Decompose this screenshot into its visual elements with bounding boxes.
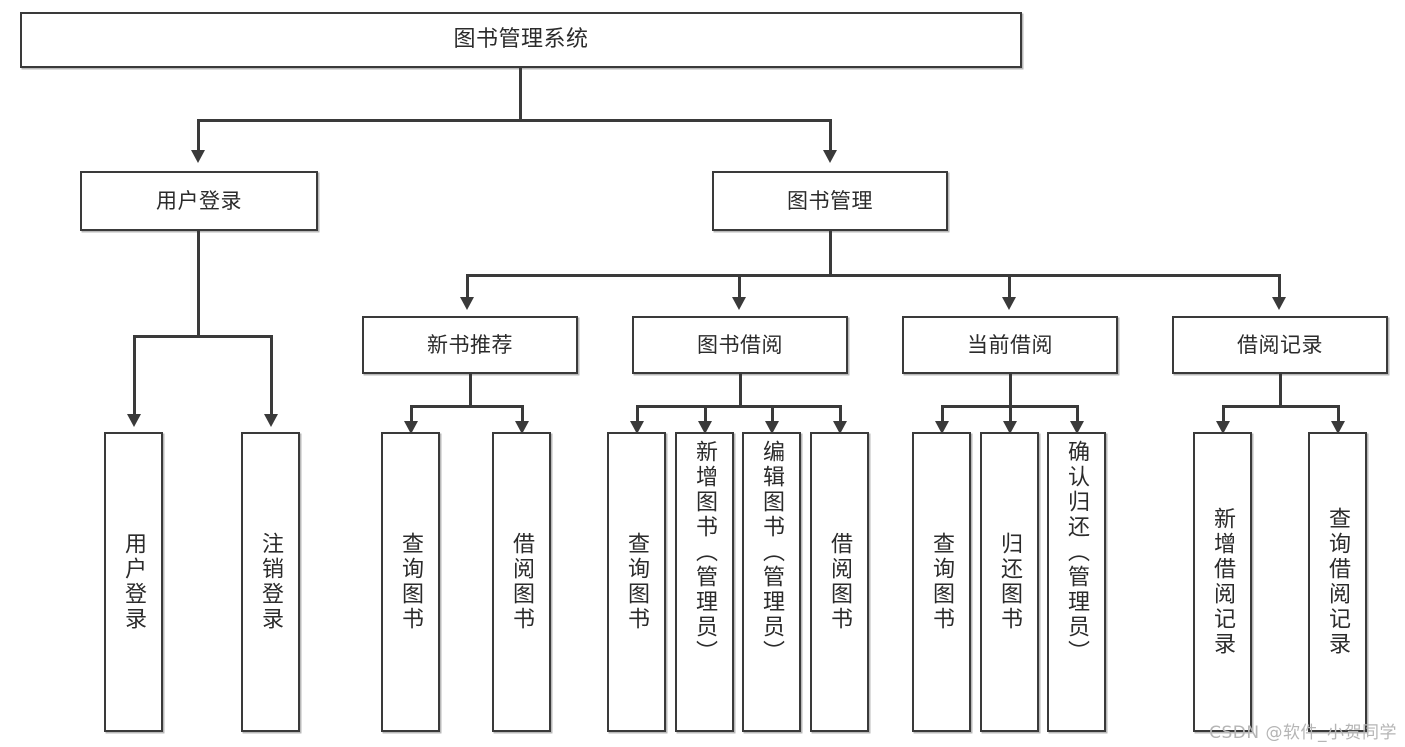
connector-user-login-stem [197, 231, 200, 336]
connector-drop-cb-query [941, 405, 944, 423]
leaf-bb-add-book-admin[interactable]: 新增图书（管理员） [675, 432, 734, 732]
connector-user-login-bus [133, 335, 270, 338]
connector-drop-bb-edit [771, 405, 774, 423]
connector-book-mgmt-bus [466, 274, 1280, 277]
connector-drop-br-add [1222, 405, 1225, 423]
node-label: 查询图书 [398, 532, 424, 632]
arrow-to-cb-query [935, 421, 949, 434]
node-new-book-recommend[interactable]: 新书推荐 [362, 316, 578, 374]
arrow-to-nb-query [404, 421, 418, 434]
connector-current-borrow-stem [1009, 374, 1012, 406]
arrow-to-book-borrow [732, 297, 746, 310]
node-label: 借阅图书 [827, 532, 853, 632]
node-label: 图书管理系统 [453, 27, 589, 53]
connector-drop-book-mgmt [829, 119, 832, 152]
connector-drop-leaf-logout [270, 335, 273, 416]
connector-drop-nb-query [410, 405, 413, 423]
connector-drop-cb-confirm [1076, 405, 1079, 423]
connector-drop-br-query [1337, 405, 1340, 423]
leaf-logout[interactable]: 注销登录 [241, 432, 300, 732]
node-current-borrow[interactable]: 当前借阅 [902, 316, 1118, 374]
arrow-to-leaf-user-login [127, 414, 141, 427]
connector-drop-new-book [466, 274, 469, 299]
arrow-to-bb-edit [765, 421, 779, 434]
connector-root-stem [519, 68, 522, 120]
leaf-nb-borrow-book[interactable]: 借阅图书 [492, 432, 551, 732]
node-user-login[interactable]: 用户登录 [80, 171, 318, 231]
node-label: 借阅图书 [509, 532, 535, 632]
connector-borrow-record-bus [1222, 405, 1339, 408]
connector-drop-nb-borrow [521, 405, 524, 423]
node-label: 借阅记录 [1237, 332, 1323, 357]
connector-borrow-record-stem [1279, 374, 1282, 406]
node-borrow-record[interactable]: 借阅记录 [1172, 316, 1388, 374]
leaf-br-add-record[interactable]: 新增借阅记录 [1193, 432, 1252, 732]
connector-drop-user-login [197, 119, 200, 152]
node-label: 查询图书 [624, 532, 650, 632]
node-label: 注销登录 [258, 532, 284, 632]
connector-book-borrow-stem [739, 374, 742, 406]
connector-drop-book-borrow [738, 274, 741, 299]
leaf-cb-confirm-return-admin[interactable]: 确认归还（管理员） [1047, 432, 1106, 732]
connector-drop-borrow-record [1278, 274, 1281, 299]
connector-book-mgmt-stem [829, 231, 832, 275]
arrow-to-nb-borrow [515, 421, 529, 434]
leaf-bb-borrow-book[interactable]: 借阅图书 [810, 432, 869, 732]
node-label: 查询图书 [929, 532, 955, 632]
connector-drop-bb-query [636, 405, 639, 423]
connector-drop-bb-add [704, 405, 707, 423]
arrow-to-borrow-record [1272, 297, 1286, 310]
connector-root-bus [197, 119, 832, 122]
node-book-management[interactable]: 图书管理 [712, 171, 948, 231]
leaf-cb-return-book[interactable]: 归还图书 [980, 432, 1039, 732]
node-root-system[interactable]: 图书管理系统 [20, 12, 1022, 68]
arrow-to-leaf-logout [264, 414, 278, 427]
connector-new-book-bus [410, 405, 523, 408]
leaf-bb-edit-book-admin[interactable]: 编辑图书（管理员） [742, 432, 801, 732]
node-label: 用户登录 [156, 188, 242, 213]
node-label: 当前借阅 [967, 332, 1053, 357]
arrow-to-br-query [1331, 421, 1345, 434]
node-label: 新增图书（管理员） [692, 440, 718, 665]
node-label: 新书推荐 [427, 332, 513, 357]
arrow-to-cb-confirm [1070, 421, 1084, 434]
node-label: 图书管理 [787, 188, 873, 213]
node-label: 新增借阅记录 [1210, 507, 1236, 657]
arrow-to-current-borrow [1002, 297, 1016, 310]
arrow-to-br-add [1216, 421, 1230, 434]
arrow-to-book-mgmt [823, 150, 837, 163]
arrow-to-new-book [460, 297, 474, 310]
connector-new-book-stem [469, 374, 472, 406]
leaf-bb-query-book[interactable]: 查询图书 [607, 432, 666, 732]
connector-drop-cb-return [1009, 405, 1012, 423]
node-label: 归还图书 [997, 532, 1023, 632]
connector-book-borrow-bus [636, 405, 841, 408]
leaf-cb-query-book[interactable]: 查询图书 [912, 432, 971, 732]
node-label: 编辑图书（管理员） [759, 440, 785, 665]
connector-drop-bb-borrow [839, 405, 842, 423]
csdn-watermark: CSDN @软件_小贺同学 [1209, 723, 1397, 743]
arrow-to-bb-query [630, 421, 644, 434]
arrow-to-bb-add [698, 421, 712, 434]
arrow-to-cb-return [1003, 421, 1017, 434]
leaf-br-query-record[interactable]: 查询借阅记录 [1308, 432, 1367, 732]
leaf-user-login[interactable]: 用户登录 [104, 432, 163, 732]
arrow-to-user-login [191, 150, 205, 163]
node-label: 用户登录 [121, 532, 147, 632]
arrow-to-bb-borrow [833, 421, 847, 434]
leaf-nb-query-book[interactable]: 查询图书 [381, 432, 440, 732]
node-label: 确认归还（管理员） [1064, 440, 1090, 665]
node-book-borrow[interactable]: 图书借阅 [632, 316, 848, 374]
node-label: 图书借阅 [697, 332, 783, 357]
connector-drop-leaf-user-login [133, 335, 136, 416]
connector-drop-current-borrow [1008, 274, 1011, 299]
node-label: 查询借阅记录 [1325, 507, 1351, 657]
